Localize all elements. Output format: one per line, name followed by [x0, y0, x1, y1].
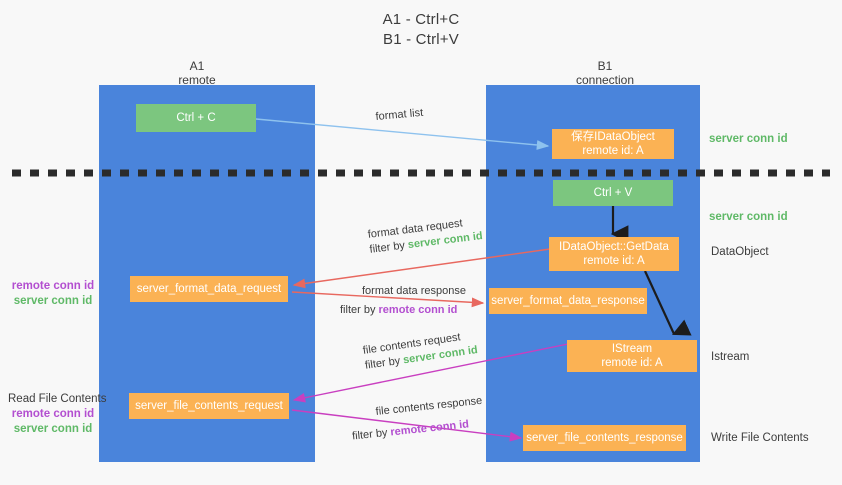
- edge-label-format-list: format list: [375, 106, 424, 125]
- node-server-format-data-response-label: server_format_data_response: [491, 295, 645, 307]
- edge-label-format-data-request: format data request filter by server con…: [367, 214, 484, 258]
- node-ctrl-v-label: Ctrl + V: [593, 187, 633, 199]
- node-ctrl-v[interactable]: Ctrl + V: [553, 180, 673, 206]
- annotation-file-remote-conn-id: remote conn id: [11, 408, 95, 420]
- node-save-idataobject-line1: 保存IDataObject: [571, 131, 655, 143]
- column-header-b1: B1 connection: [545, 59, 665, 87]
- column-a1-name: A1: [189, 59, 205, 73]
- edge-label-file-contents-response-line1: file contents response: [375, 394, 483, 418]
- annotation-format-server-conn-id: server conn id: [13, 295, 93, 307]
- filter-prefix: filter by: [351, 426, 392, 443]
- node-getdata[interactable]: IDataObject::GetData remote id: A: [549, 237, 679, 271]
- annotation-dataobject: DataObject: [711, 246, 769, 258]
- node-istream[interactable]: IStream remote id: A: [567, 340, 697, 372]
- node-save-idataobject[interactable]: 保存IDataObject remote id: A: [552, 129, 674, 159]
- annotation-istream: Istream: [711, 351, 750, 363]
- node-server-file-contents-request-label: server_file_contents_request: [135, 400, 283, 412]
- node-getdata-line1: IDataObject::GetData: [559, 241, 669, 253]
- node-ctrl-c[interactable]: Ctrl + C: [136, 104, 256, 132]
- annotation-format-conn-ids: remote conn id server conn id: [10, 279, 96, 309]
- annotation-write-file-contents: Write File Contents: [711, 432, 809, 444]
- filter-prefix: filter by: [340, 304, 379, 316]
- node-server-file-contents-response[interactable]: server_file_contents_response: [523, 425, 686, 451]
- column-a1-sub: remote: [178, 73, 216, 87]
- edge-label-format-list-text: format list: [375, 106, 424, 123]
- column-b1-name: B1: [597, 59, 613, 73]
- column-header-a1: A1 remote: [137, 59, 257, 87]
- title-line-1: A1 - Ctrl+C: [382, 11, 460, 28]
- filter-prefix: filter by: [364, 354, 405, 372]
- node-server-format-data-response[interactable]: server_format_data_response: [489, 288, 647, 314]
- node-getdata-line2: remote id: A: [583, 255, 645, 267]
- edge-label-file-contents-request: file contents request filter by server c…: [362, 328, 479, 374]
- filter-key: remote conn id: [378, 304, 458, 316]
- title-line-2: B1 - Ctrl+V: [383, 31, 459, 48]
- node-save-idataobject-line2: remote id: A: [582, 145, 644, 157]
- edge-label-file-contents-response: file contents response filter by remote …: [352, 394, 485, 443]
- edge-label-format-data-response: format data response filter by remote co…: [340, 284, 466, 318]
- edge-label-format-data-response-line1: format data response: [362, 285, 466, 297]
- filter-prefix: filter by: [368, 239, 409, 256]
- node-istream-line2: remote id: A: [601, 357, 663, 369]
- node-server-file-contents-request[interactable]: server_file_contents_request: [129, 393, 289, 419]
- edge-label-file-contents-response-filter: filter by remote conn id: [351, 416, 485, 445]
- node-server-file-contents-response-label: server_file_contents_response: [526, 432, 683, 444]
- node-server-format-data-request[interactable]: server_format_data_request: [130, 276, 288, 302]
- annotation-read-file-contents-heading: Read File Contents: [8, 393, 107, 405]
- annotation-server-conn-id-top: server conn id: [709, 133, 788, 145]
- node-server-format-data-request-label: server_format_data_request: [136, 283, 282, 295]
- annotation-format-remote-conn-id: remote conn id: [11, 280, 95, 292]
- filter-key: remote conn id: [389, 418, 470, 439]
- node-istream-line1: IStream: [611, 343, 653, 355]
- edge-label-format-data-response-filter: filter by remote conn id: [340, 303, 466, 318]
- annotation-read-file-contents-block: Read File Contents remote conn id server…: [8, 392, 107, 437]
- column-b1-sub: connection: [575, 73, 635, 87]
- node-ctrl-c-label: Ctrl + C: [176, 112, 216, 124]
- annotation-file-server-conn-id: server conn id: [13, 423, 93, 435]
- annotation-server-conn-id-mid: server conn id: [709, 211, 788, 223]
- diagram-title: A1 - Ctrl+C B1 - Ctrl+V: [0, 10, 842, 50]
